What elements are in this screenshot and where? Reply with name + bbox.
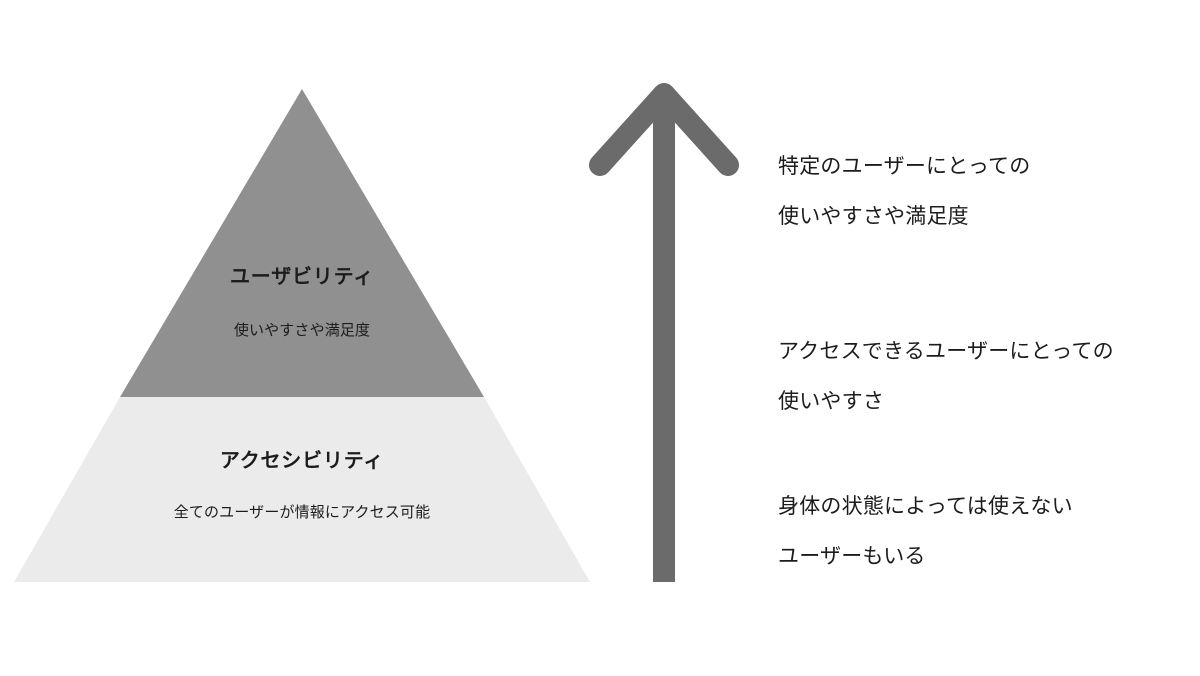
pyramid-shape bbox=[14, 89, 590, 582]
arrow-up-icon bbox=[589, 83, 739, 582]
usability-note-line-1: 特定のユーザーにとっての bbox=[778, 155, 1031, 178]
usability-note-line-2: 使いやすさや満足度 bbox=[778, 205, 969, 228]
usability-tier-shape bbox=[120, 89, 484, 397]
usability-note: 特定のユーザーにとっての 使いやすさや満足度 bbox=[778, 142, 1198, 242]
accessibility-note: アクセスできるユーザーにとっての 使いやすさ bbox=[778, 327, 1198, 427]
barrier-note: 身体の状態によっては使えない ユーザーもいる bbox=[778, 482, 1198, 582]
barrier-note-line-2: ユーザーもいる bbox=[778, 545, 926, 568]
accessibility-tier-shape bbox=[14, 397, 590, 582]
arrow-head bbox=[589, 83, 739, 176]
accessibility-note-line-1: アクセスできるユーザーにとっての bbox=[778, 340, 1114, 363]
barrier-note-line-1: 身体の状態によっては使えない bbox=[778, 495, 1073, 518]
accessibility-note-line-2: 使いやすさ bbox=[778, 390, 885, 413]
pyramid-diagram: ユーザビリティ 使いやすさや満足度 アクセシビリティ 全てのユーザーが情報にアク… bbox=[14, 89, 590, 582]
